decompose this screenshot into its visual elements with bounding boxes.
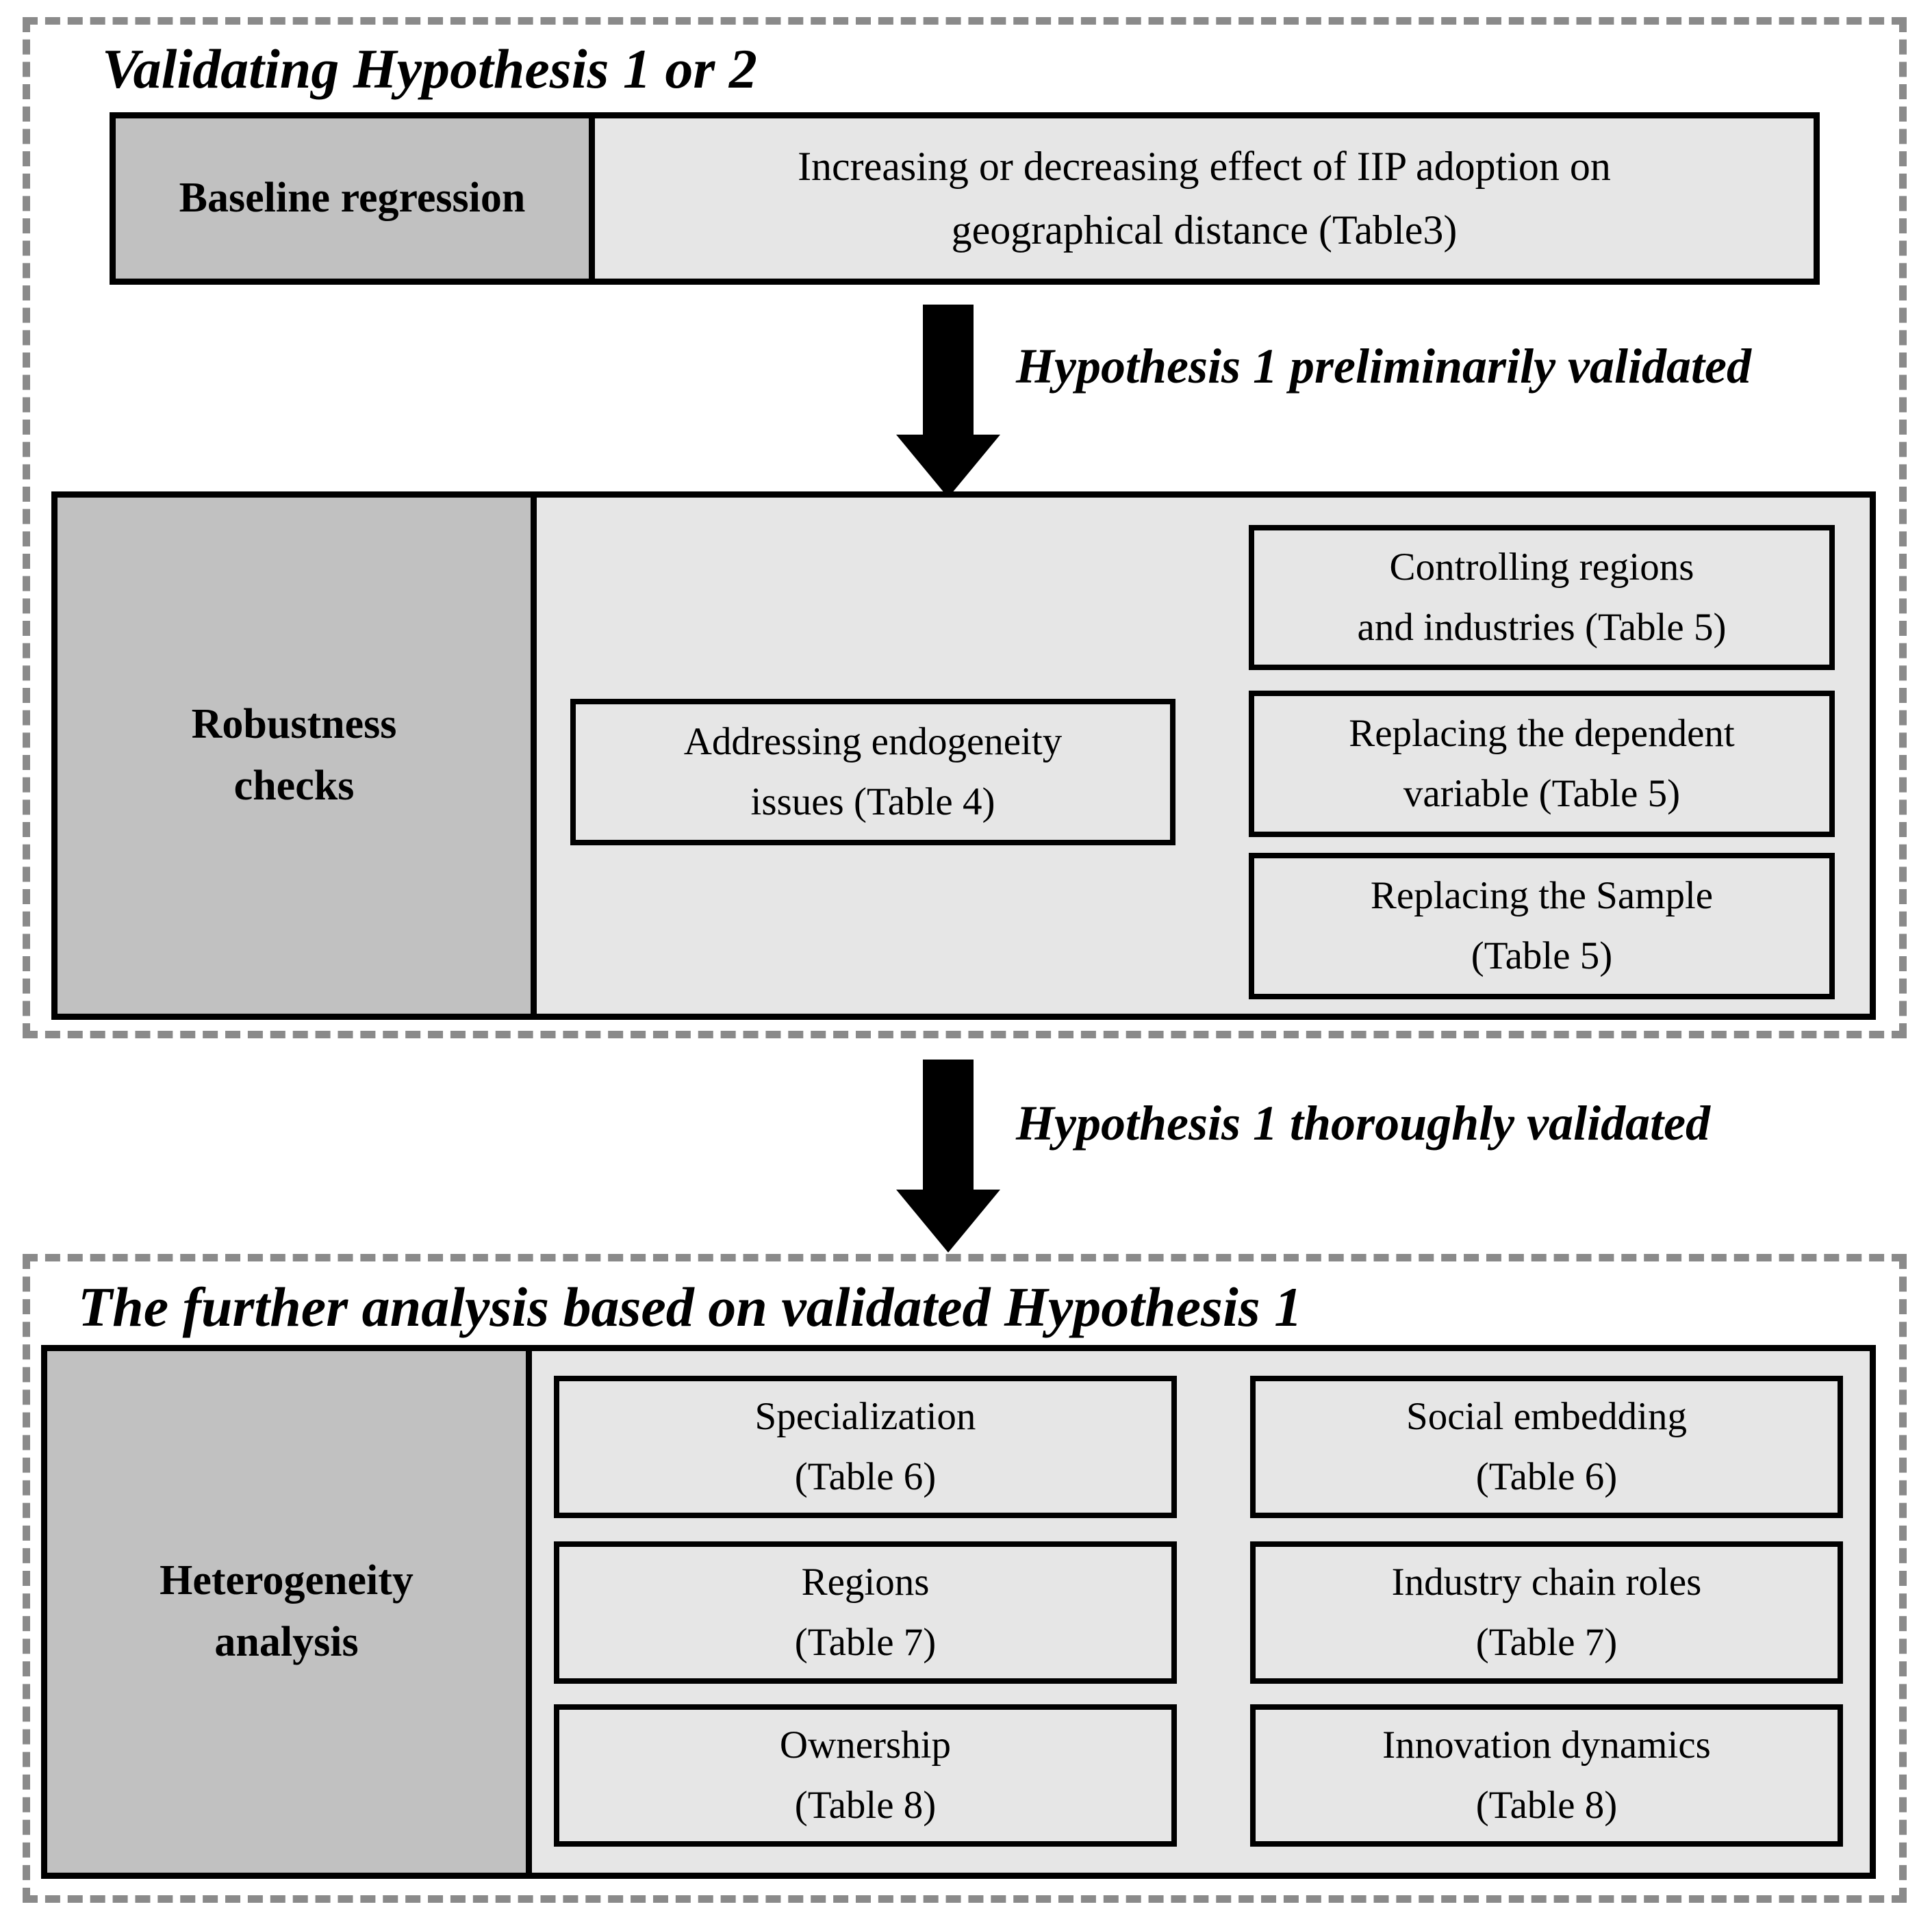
box-innovation-dynamics-line1: Innovation dynamics [1382,1723,1711,1767]
box-ownership-line1: Ownership [779,1723,952,1767]
section-further-analysis: The further analysis based on validated … [23,1254,1907,1903]
robustness-checks-row: Robustness checks Addressing endogeneity… [51,491,1876,1020]
arrow-2-label: Hypothesis 1 thoroughly validated [1016,1096,1711,1151]
box-replacing-dependent-line1: Replacing the dependent [1349,711,1735,755]
box-regions: Regions (Table 7) [554,1541,1177,1684]
down-arrow-2-shaft [923,1060,974,1190]
box-addressing-endogeneity: Addressing endogeneity issues (Table 4) [570,699,1175,845]
box-specialization-line1: Specialization [754,1394,976,1438]
box-industry-chain-roles-line1: Industry chain roles [1391,1560,1702,1604]
box-replacing-dependent-line2: variable (Table 5) [1403,772,1681,815]
box-addressing-endogeneity-line2: issues (Table 4) [750,780,995,823]
box-regions-line1: Regions [801,1560,930,1604]
section2-title: The further analysis based on validated … [78,1276,1303,1338]
box-replacing-sample-line1: Replacing the Sample [1370,873,1714,917]
heterogeneity-header-line2: analysis [214,1619,359,1665]
box-innovation-dynamics: Innovation dynamics (Table 8) [1250,1704,1843,1847]
box-replacing-sample: Replacing the Sample (Table 5) [1249,853,1835,999]
baseline-content-line2: geographical distance (Table3) [951,207,1458,253]
box-addressing-endogeneity-line1: Addressing endogeneity [683,719,1063,763]
box-social-embedding-line1: Social embedding [1406,1394,1687,1438]
box-ownership-line2: (Table 8) [794,1784,937,1827]
baseline-content-line1: Increasing or decreasing effect of IIP a… [798,144,1611,189]
section-validating-hypothesis: Validating Hypothesis 1 or 2 Baseline re… [23,17,1907,1038]
baseline-regression-header-label: Baseline regression [179,175,526,222]
robustness-header-line1: Robustness [191,701,397,748]
box-controlling-regions-line1: Controlling regions [1389,545,1694,589]
box-industry-chain-roles-line2: (Table 7) [1475,1621,1618,1664]
heterogeneity-analysis-row: Heterogeneity analysis Specialization (T… [41,1345,1876,1879]
heterogeneity-content-cell: Specialization (Table 6) Social embeddin… [532,1351,1870,1873]
down-arrow-1-head [896,435,1000,498]
baseline-regression-row: Baseline regression Increasing or decrea… [110,112,1820,285]
arrow-1-label: Hypothesis 1 preliminarily validated [1016,339,1751,394]
heterogeneity-header-cell: Heterogeneity analysis [47,1351,532,1873]
baseline-regression-header-cell: Baseline regression [116,118,595,279]
box-regions-line2: (Table 7) [794,1621,937,1664]
baseline-regression-content-cell: Increasing or decreasing effect of IIP a… [595,118,1814,279]
box-ownership: Ownership (Table 8) [554,1704,1177,1847]
robustness-checks-header-cell: Robustness checks [58,498,537,1014]
box-social-embedding: Social embedding (Table 6) [1250,1376,1843,1518]
box-industry-chain-roles: Industry chain roles (Table 7) [1250,1541,1843,1684]
robustness-checks-content-cell: Addressing endogeneity issues (Table 4) … [537,498,1870,1014]
box-specialization-line2: (Table 6) [794,1455,937,1498]
robustness-header-line2: checks [233,762,355,809]
down-arrow-2-head [896,1190,1000,1253]
box-specialization: Specialization (Table 6) [554,1376,1177,1518]
heterogeneity-header-line1: Heterogeneity [160,1557,414,1604]
box-innovation-dynamics-line2: (Table 8) [1475,1784,1618,1827]
box-controlling-regions: Controlling regions and industries (Tabl… [1249,525,1835,670]
down-arrow-1-shaft [923,305,974,435]
down-arrow-2 [896,1060,1000,1253]
section1-title: Validating Hypothesis 1 or 2 [102,38,757,100]
down-arrow-1 [896,305,1000,498]
box-replacing-dependent-variable: Replacing the dependent variable (Table … [1249,691,1835,837]
box-controlling-regions-line2: and industries (Table 5) [1357,606,1727,649]
box-replacing-sample-line2: (Table 5) [1471,934,1613,977]
box-social-embedding-line2: (Table 6) [1475,1455,1618,1498]
